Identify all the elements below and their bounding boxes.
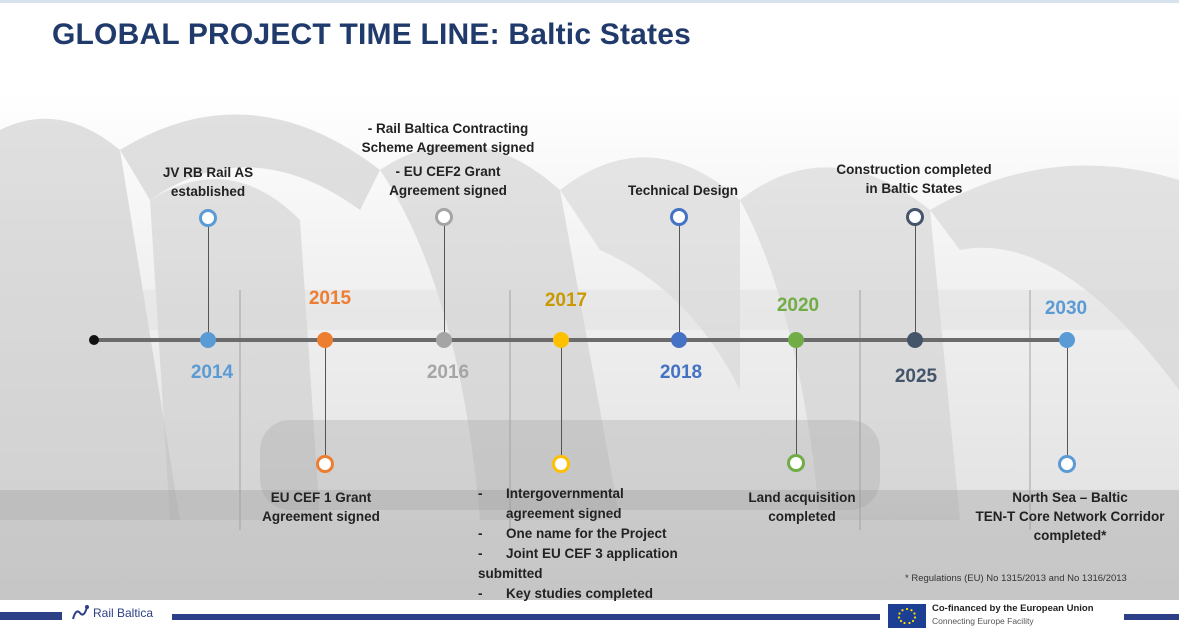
stem-2014: [208, 218, 209, 340]
label-2025-line2: in Baltic States: [865, 181, 963, 196]
label-2017: -Intergovernmental agreement signed -One…: [478, 484, 678, 604]
year-2014: 2014: [190, 362, 234, 383]
label-2017-item2: -One name for the Project: [478, 526, 667, 541]
label-2018: Technical Design: [628, 181, 738, 200]
marker-2016-label: [435, 208, 453, 226]
node-2016: [436, 332, 452, 348]
label-2025-line1: Construction completed: [836, 162, 992, 177]
stem-2025: [915, 217, 916, 340]
label-2015-line1: EU CEF 1 Grant: [270, 490, 372, 505]
label-2017-item3: -Joint EU CEF 3 application: [478, 546, 678, 561]
label-2018-line1: Technical Design: [627, 183, 739, 198]
label-2016-line3: - EU CEF2 Grant: [395, 164, 501, 179]
rail-baltica-logo-text: Rail Baltica: [93, 606, 154, 620]
slide-title: GLOBAL PROJECT TIME LINE: Baltic States: [52, 18, 692, 51]
top-border: [0, 0, 1179, 3]
year-2017: 2017: [544, 290, 588, 311]
label-2030: North Sea – Baltic TEN-T Core Network Co…: [975, 488, 1164, 545]
label-2014: JV RB Rail AS established: [163, 163, 253, 201]
rail-baltica-logo-icon: [72, 605, 89, 620]
node-2020: [788, 332, 804, 348]
label-2030-line3: completed*: [1033, 528, 1107, 543]
footnote: * Regulations (EU) No 1315/2013 and No 1…: [905, 573, 1127, 584]
label-2017-item3-cont: submitted: [478, 566, 543, 581]
stem-2015: [325, 340, 326, 464]
marker-2017-label: [552, 455, 570, 473]
marker-2014-label: [199, 209, 217, 227]
stem-2017: [561, 340, 562, 464]
year-2025: 2025: [894, 366, 938, 387]
node-2030: [1059, 332, 1075, 348]
label-2020: Land acquisition completed: [748, 488, 855, 526]
marker-2020-label: [787, 454, 805, 472]
footer-bar-left: [0, 612, 62, 620]
year-2030: 2030: [1044, 298, 1088, 319]
label-2015-line2: Agreement signed: [262, 509, 380, 524]
eu-line2: Connecting Europe Facility: [932, 616, 1034, 626]
footer-bar-right: [1124, 614, 1179, 620]
background-station-image: [0, 90, 1179, 600]
timeline-axis: [94, 338, 1068, 342]
label-2016-line1: - Rail Baltica Contracting: [367, 121, 529, 136]
marker-2018-label: [670, 208, 688, 226]
label-2016: - Rail Baltica Contracting Scheme Agreem…: [362, 119, 535, 200]
label-2030-line2: TEN-T Core Network Corridor: [975, 509, 1165, 524]
node-2014: [200, 332, 216, 348]
eu-flag-icon: [888, 604, 926, 628]
footer-bar-middle: [172, 614, 880, 620]
label-2014-line1: JV RB Rail AS: [162, 165, 254, 180]
year-2016: 2016: [426, 362, 470, 383]
marker-2015-label: [316, 455, 334, 473]
node-2017: [553, 332, 569, 348]
stem-2018: [679, 217, 680, 340]
marker-2025-label: [906, 208, 924, 226]
stem-2020: [796, 340, 797, 463]
label-2016-line4: Agreement signed: [389, 183, 507, 198]
label-2017-item4: -Key studies completed: [478, 586, 654, 601]
year-2020: 2020: [776, 295, 820, 316]
label-2017-item1-cont: agreement signed: [506, 506, 622, 521]
label-2017-item1: -Intergovernmental: [478, 486, 624, 501]
node-2015: [317, 332, 333, 348]
label-2016-line2: Scheme Agreement signed: [361, 140, 535, 155]
rail-baltica-logo: Rail Baltica: [70, 604, 153, 622]
label-2014-line2: established: [170, 184, 246, 199]
label-2025: Construction completed in Baltic States: [836, 160, 991, 198]
stem-2030: [1067, 340, 1068, 464]
year-2015: 2015: [308, 288, 352, 309]
label-2030-line1: North Sea – Baltic: [1012, 490, 1128, 505]
year-2018: 2018: [659, 362, 703, 383]
eu-line1: Co-financed by the European Union: [932, 603, 1094, 614]
marker-2030-label: [1058, 455, 1076, 473]
timeline-start-dot: [89, 335, 99, 345]
label-2020-line2: completed: [768, 509, 836, 524]
label-2015: EU CEF 1 Grant Agreement signed: [262, 488, 380, 526]
eu-cofinanced-text: Co-financed by the European Union Connec…: [932, 603, 1094, 627]
node-2025: [907, 332, 923, 348]
node-2018: [671, 332, 687, 348]
label-2020-line1: Land acquisition: [748, 490, 856, 505]
stem-2016: [444, 217, 445, 340]
